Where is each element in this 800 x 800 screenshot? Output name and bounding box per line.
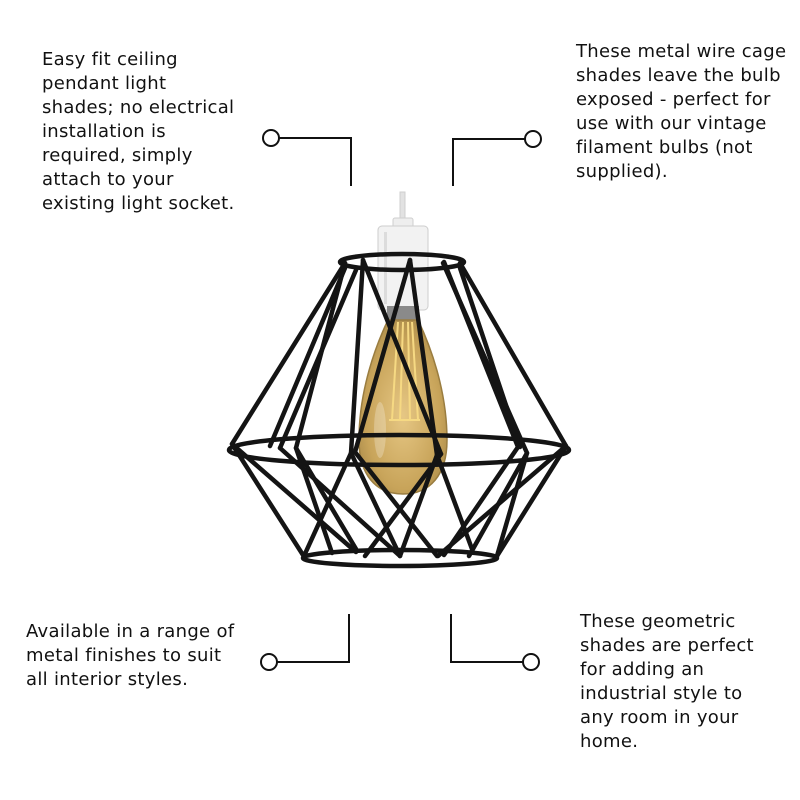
- wire-cage: [226, 251, 572, 569]
- leader-line-top-left: [262, 129, 352, 186]
- callout-easy-fit: Easy fit ceiling pendant light shades; n…: [42, 49, 235, 214]
- leader-line-bottom-left: [260, 614, 350, 671]
- filament: [389, 321, 420, 421]
- callout-metal-finishes: Available in a range of metal finishes t…: [26, 621, 235, 690]
- leader-line-top-right: [452, 130, 542, 186]
- pendant-icon: [226, 191, 572, 569]
- leader-line-bottom-right: [450, 614, 540, 671]
- callout-industrial-style: These geometric shades are perfect for a…: [580, 611, 754, 752]
- callout-wire-cage: These metal wire cage shades leave the b…: [576, 41, 787, 182]
